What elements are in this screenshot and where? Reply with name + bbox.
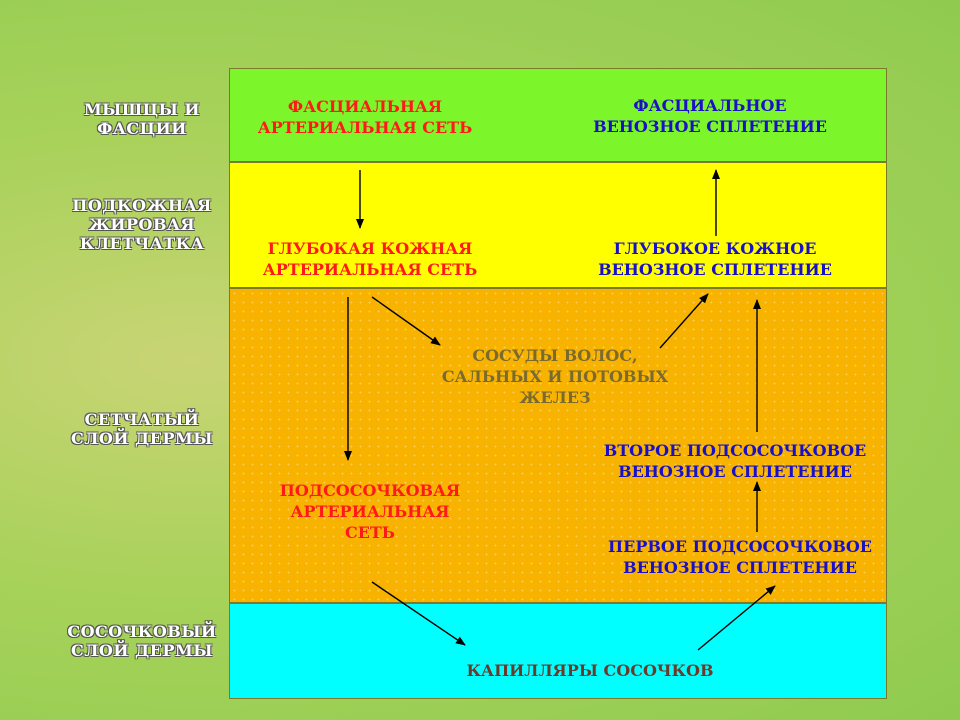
layer-label-muscles: МЫШЦЫ И ФАСЦИИ [83, 100, 201, 138]
papillary-dermis-band [229, 603, 887, 699]
layer-label-reticular: СЕТЧАТЫЙ СЛОЙ ДЕРМЫ [71, 410, 213, 448]
muscles-fascia-band [229, 68, 887, 162]
first-subpapillary-venous-plexus: ПЕРВОЕ ПОДСОСОЧКОВОЕ ВЕНОЗНОЕ СПЛЕТЕНИЕ [608, 537, 872, 577]
layer-label-subcutaneous: ПОДКОЖНАЯ ЖИРОВАЯ КЛЕТЧАТКА [72, 196, 212, 253]
arrow-deep-arterial-to-glands [371, 296, 441, 346]
layer-label-papillary: СОСОЧКОВЫЙ СЛОЙ ДЕРМЫ [67, 622, 217, 660]
deep-dermal-venous-plexus: ГЛУБОКОЕ КОЖНОЕ ВЕНОЗНОЕ СПЛЕТЕНИЕ [598, 239, 832, 279]
subpapillary-arterial-network: ПОДСОСОЧКОВАЯ АРТЕРИАЛЬНАЯ СЕТЬ [279, 481, 461, 542]
second-subpapillary-venous-plexus: ВТОРОЕ ПОДСОСОЧКОВОЕ ВЕНОЗНОЕ СПЛЕТЕНИЕ [603, 441, 867, 481]
hair-gland-vessels: СОСУДЫ ВОЛОС, САЛЬНЫХ И ПОТОВЫХ ЖЕЛЕЗ [441, 346, 669, 407]
arrow-capillaries-to-first-venous [697, 585, 776, 651]
fascial-arterial-network: ФАСЦИАЛЬНАЯ АРТЕРИАЛЬНАЯ СЕТЬ [257, 97, 473, 137]
arrow-subpapillary-to-capillaries [371, 581, 466, 646]
deep-dermal-arterial-network: ГЛУБОКАЯ КОЖНАЯ АРТЕРИАЛЬНАЯ СЕТЬ [262, 239, 478, 279]
subcutaneous-fat-band [229, 162, 887, 288]
papillary-capillaries: КАПИЛЛЯРЫ СОСОЧКОВ [466, 661, 714, 680]
arrow-glands-to-deep-venous [659, 293, 709, 349]
fascial-venous-plexus: ФАСЦИАЛЬНОЕ ВЕНОЗНОЕ СПЛЕТЕНИЕ [593, 96, 827, 136]
reticular-dermis-band [229, 288, 887, 603]
